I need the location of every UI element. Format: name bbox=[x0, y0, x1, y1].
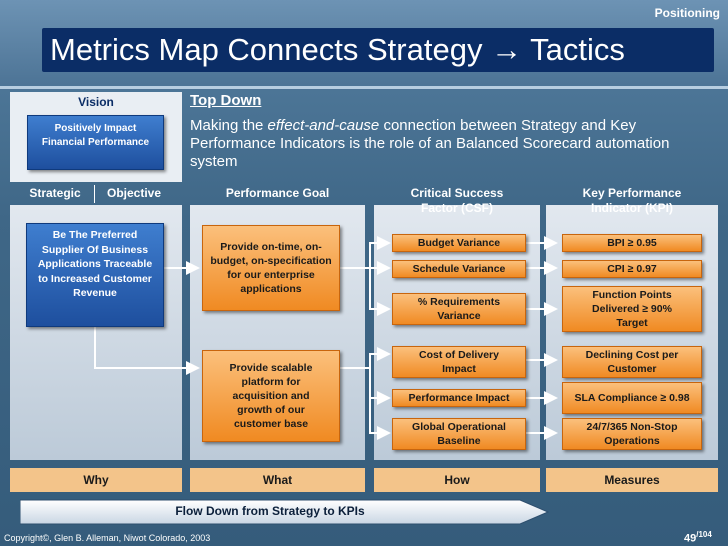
label-why: Why bbox=[10, 468, 182, 492]
kpi-box: BPI ≥ 0.95 bbox=[562, 234, 702, 252]
kpi-box: Declining Cost per Customer bbox=[562, 346, 702, 378]
label-measures: Measures bbox=[546, 468, 718, 492]
vision-label: Vision bbox=[78, 95, 114, 109]
strategic-objective-box: Be The Preferred Supplier Of Business Ap… bbox=[26, 223, 164, 327]
kpi-box: Function Points Delivered ≥ 90% Target bbox=[562, 286, 702, 332]
copyright-notice: Copyright©, Glen B. Alleman, Niwot Color… bbox=[4, 533, 211, 543]
vision-box: Positively Impact Financial Performance bbox=[27, 115, 164, 170]
column-header-csf: Critical Success Factor (CSF) bbox=[410, 186, 504, 215]
top-down-text: Making the effect-and-cause connection b… bbox=[190, 117, 710, 171]
column-header-kpi: Key Performance Indicator (KPI) bbox=[582, 186, 682, 215]
page-number: 49/104 bbox=[684, 530, 712, 545]
csf-box: Performance Impact bbox=[392, 389, 526, 407]
csf-box: Schedule Variance bbox=[392, 260, 526, 278]
flow-down-label: Flow Down from Strategy to KPIs bbox=[175, 504, 365, 518]
header-divider-line bbox=[94, 185, 95, 203]
column-header-performance-goal: Performance Goal bbox=[225, 186, 330, 200]
flow-down-arrow bbox=[20, 499, 550, 525]
section-tag: Positioning bbox=[654, 6, 720, 20]
kpi-box: CPI ≥ 0.97 bbox=[562, 260, 702, 278]
csf-box: Cost of Delivery Impact bbox=[392, 346, 526, 378]
label-what: What bbox=[190, 468, 365, 492]
page-current: 49 bbox=[684, 532, 697, 545]
slide-title: Metrics Map Connects Strategy → Tactics bbox=[50, 32, 625, 67]
goal-box: Provide on-time, on-budget, on-specifica… bbox=[202, 225, 340, 311]
top-down-heading: Top Down bbox=[190, 92, 262, 109]
kpi-box: SLA Compliance ≥ 0.98 bbox=[562, 382, 702, 414]
kpi-box: 24/7/365 Non-Stop Operations bbox=[562, 418, 702, 450]
top-down-emphasis: effect-and-cause bbox=[267, 117, 380, 134]
column-header-objective: Objective bbox=[106, 186, 162, 200]
top-down-text-part: connection between Strategy and Key Perf… bbox=[190, 117, 670, 170]
csf-box: % Requirements Variance bbox=[392, 293, 526, 325]
csf-box: Budget Variance bbox=[392, 234, 526, 252]
label-how: How bbox=[374, 468, 540, 492]
page-total: /104 bbox=[696, 530, 712, 539]
csf-box: Global Operational Baseline bbox=[392, 418, 526, 450]
title-background bbox=[42, 28, 714, 72]
column-header-strategic: Strategic bbox=[29, 186, 81, 200]
goal-box: Provide scalable platform for acquisitio… bbox=[202, 350, 340, 442]
header-divider bbox=[0, 86, 728, 89]
top-down-text-part: Making the bbox=[190, 117, 268, 134]
